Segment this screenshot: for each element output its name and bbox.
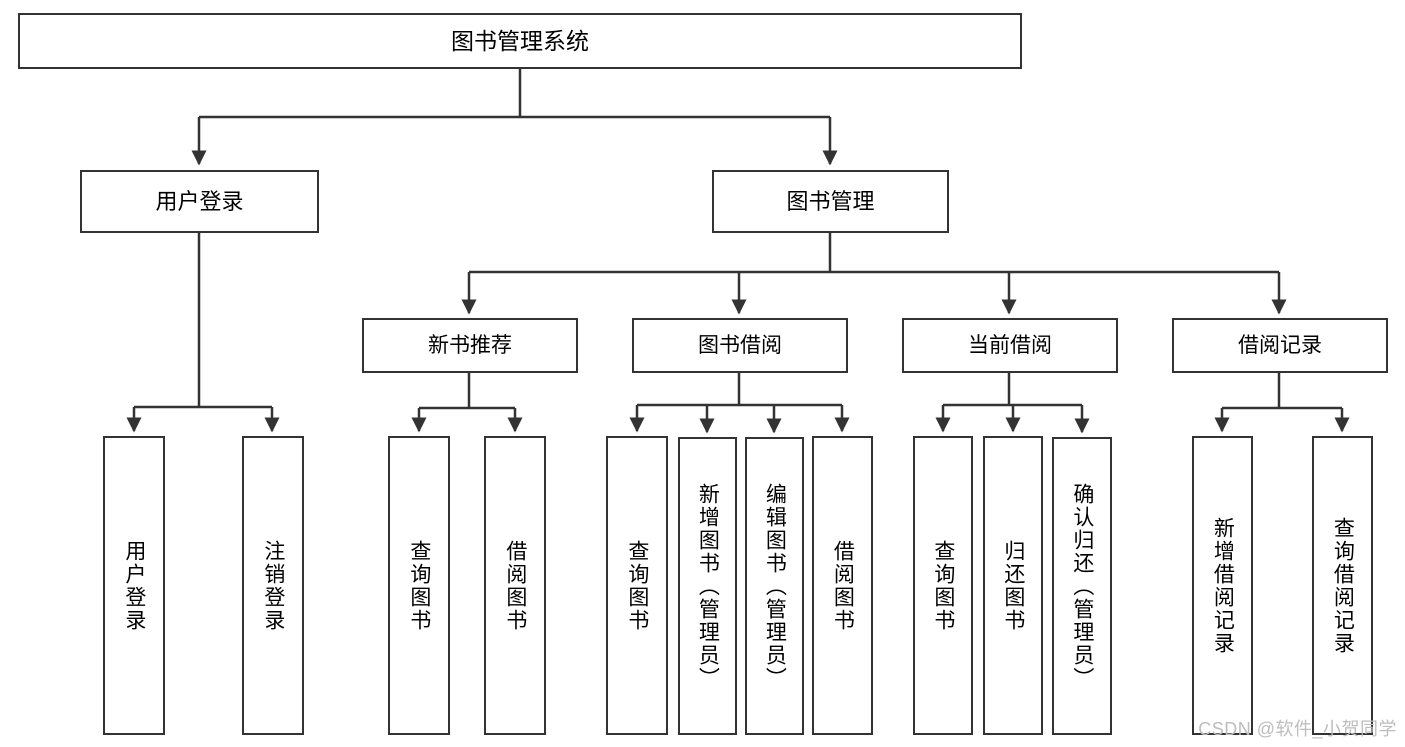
node-label: 借阅记录 bbox=[1238, 333, 1322, 357]
node-leaf-4[interactable]: 查询图书 bbox=[606, 436, 668, 735]
node-leaf-8[interactable]: 查询图书 bbox=[913, 436, 973, 735]
node-label: 归还图书 bbox=[1001, 539, 1025, 632]
node-level3-0[interactable]: 新书推荐 bbox=[362, 318, 578, 373]
node-label: 查询图书 bbox=[931, 539, 955, 632]
node-label: 新增借阅记录 bbox=[1211, 516, 1235, 655]
node-leaf-0[interactable]: 用户登录 bbox=[103, 436, 165, 735]
node-leaf-7[interactable]: 借阅图书 bbox=[812, 436, 873, 735]
node-level3-3[interactable]: 借阅记录 bbox=[1172, 318, 1388, 373]
node-label: 图书管理 bbox=[786, 188, 875, 214]
node-leaf-10[interactable]: 确认归还（管理员） bbox=[1052, 437, 1112, 735]
node-leaf-3[interactable]: 借阅图书 bbox=[484, 436, 546, 735]
node-leaf-6[interactable]: 编辑图书（管理员） bbox=[745, 437, 804, 735]
node-label: 用户登录 bbox=[122, 539, 146, 632]
node-level3-1[interactable]: 图书借阅 bbox=[632, 318, 848, 373]
node-label: 查询借阅记录 bbox=[1331, 516, 1355, 655]
node-label: 新增图书（管理员） bbox=[696, 482, 720, 690]
node-label: 确认归还（管理员） bbox=[1070, 482, 1094, 690]
node-label: 借阅图书 bbox=[503, 539, 527, 632]
node-leaf-9[interactable]: 归还图书 bbox=[983, 436, 1043, 735]
node-leaf-1[interactable]: 注销登录 bbox=[242, 436, 304, 735]
node-label: 查询图书 bbox=[407, 539, 431, 632]
watermark-text: CSDN @软件_小贺同学 bbox=[1198, 719, 1397, 739]
node-leaf-2[interactable]: 查询图书 bbox=[388, 436, 450, 735]
node-label: 当前借阅 bbox=[968, 333, 1052, 357]
node-label: 注销登录 bbox=[261, 539, 285, 632]
node-label: 查询图书 bbox=[625, 539, 649, 632]
node-leaf-11[interactable]: 新增借阅记录 bbox=[1192, 436, 1253, 735]
node-label: 新书推荐 bbox=[428, 333, 512, 357]
node-level2-1[interactable]: 图书管理 bbox=[712, 170, 949, 233]
node-level2-0[interactable]: 用户登录 bbox=[80, 170, 319, 233]
node-label: 图书借阅 bbox=[698, 333, 782, 357]
node-label: 借阅图书 bbox=[831, 539, 855, 632]
node-label: 图书管理系统 bbox=[451, 27, 589, 54]
node-leaf-5[interactable]: 新增图书（管理员） bbox=[678, 437, 737, 735]
node-root[interactable]: 图书管理系统 bbox=[18, 13, 1022, 69]
node-label: 编辑图书（管理员） bbox=[763, 482, 787, 690]
node-label: 用户登录 bbox=[155, 188, 244, 214]
node-level3-2[interactable]: 当前借阅 bbox=[902, 318, 1118, 373]
node-leaf-12[interactable]: 查询借阅记录 bbox=[1312, 436, 1373, 735]
